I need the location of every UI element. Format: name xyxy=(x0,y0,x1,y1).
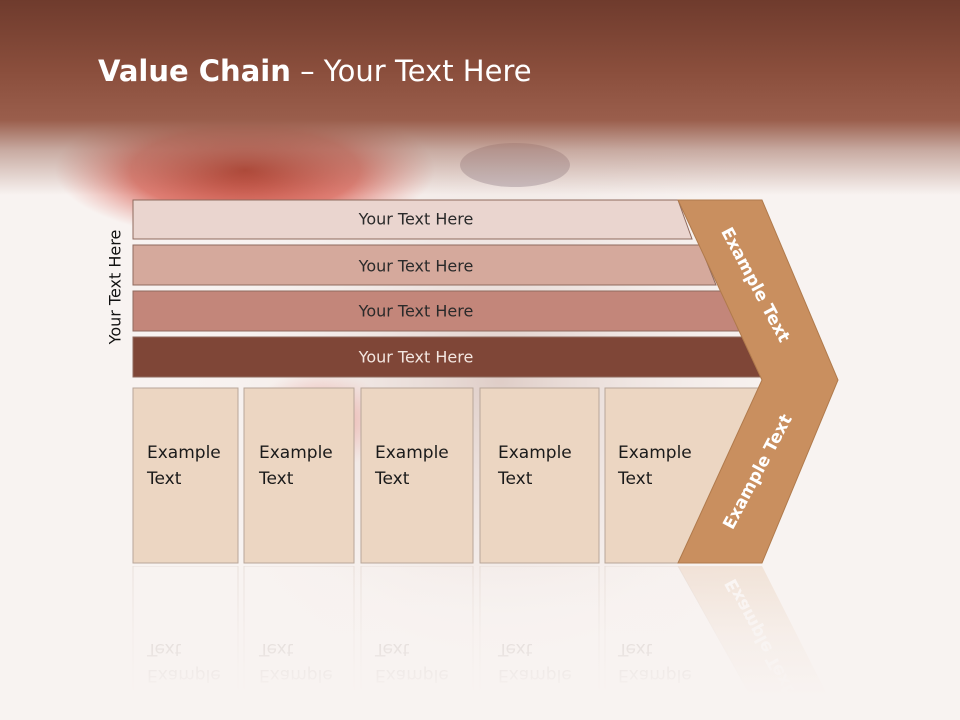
bar-label: Your Text Here xyxy=(358,347,474,367)
column-line: Text xyxy=(375,469,410,489)
column-line: Text xyxy=(259,469,294,489)
column-text: Example Text xyxy=(618,440,692,492)
header-band xyxy=(0,0,960,200)
bar-label: Your Text Here xyxy=(358,209,474,229)
column-text: Example Text xyxy=(375,440,449,492)
column-text: Example Text xyxy=(147,440,221,492)
column-line: Example xyxy=(147,443,221,463)
support-column xyxy=(243,387,355,564)
bar-label: Your Text Here xyxy=(358,301,474,321)
column-line: Example xyxy=(259,443,333,463)
chevron-arrow xyxy=(677,199,839,564)
reflection-fade xyxy=(0,566,960,720)
column-text: Example Text xyxy=(259,440,333,492)
support-column xyxy=(479,387,600,564)
support-column xyxy=(360,387,474,564)
activity-bar xyxy=(132,199,693,240)
column-line: Text xyxy=(618,469,653,489)
column-line: Text xyxy=(498,469,533,489)
slide-title: Value Chain – Your Text Here xyxy=(98,54,532,88)
column-line: Example xyxy=(498,443,572,463)
column-line: Text xyxy=(147,469,182,489)
support-column xyxy=(132,387,239,564)
title-bold: Value Chain xyxy=(98,54,291,88)
title-rest: – Your Text Here xyxy=(290,54,532,88)
bar-label: Your Text Here xyxy=(358,256,474,276)
column-line: Example xyxy=(618,443,692,463)
column-text: Example Text xyxy=(498,440,572,492)
activity-bar xyxy=(132,244,717,286)
column-line: Example xyxy=(375,443,449,463)
